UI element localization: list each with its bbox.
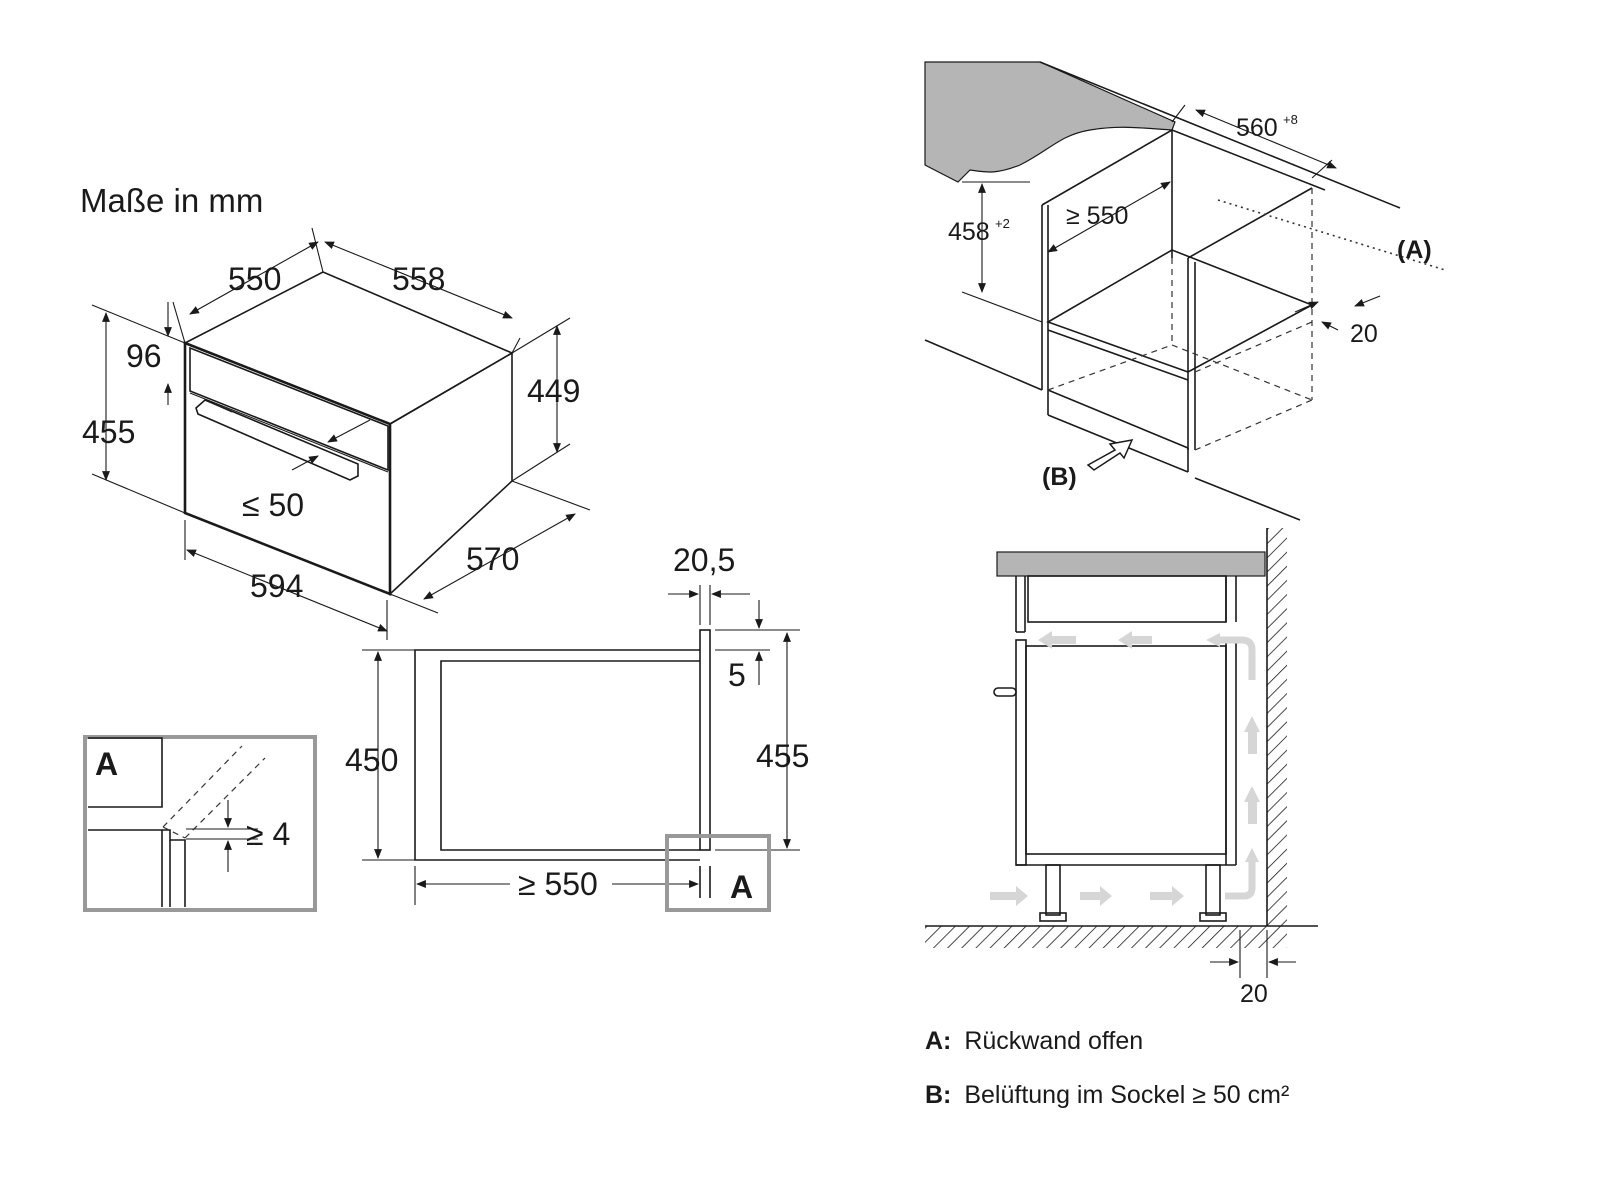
dim-depth-body: 550 <box>228 261 281 297</box>
dim-section-front-height: 455 <box>756 738 809 774</box>
detail-a-box <box>83 735 317 912</box>
airflow-arrows <box>990 631 1260 906</box>
dim-front-thickness: 20,5 <box>673 542 735 578</box>
legend-a-key: A: <box>925 1027 951 1055</box>
page-title: Maße in mm <box>80 182 263 219</box>
detail-ref-a: A <box>730 869 753 905</box>
dim-back-gap: 20 <box>1350 320 1378 348</box>
dim-panel-height: 96 <box>126 338 162 374</box>
dim-front-offset: 5 <box>728 657 746 693</box>
dim-total-depth: 570 <box>466 541 519 577</box>
dim-width-top: 558 <box>392 261 445 297</box>
dim-front-width: 594 <box>250 568 303 604</box>
dim-handle-gap: ≤ 50 <box>242 487 304 523</box>
dim-niche-height: 450 <box>345 742 398 778</box>
worktop-section <box>996 551 1266 577</box>
oven-dimension-lines <box>91 227 591 640</box>
oven-isometric <box>183 271 514 596</box>
legend-a-text: Rückwand offen <box>964 1027 1143 1055</box>
cabinet-isometric <box>924 61 1446 521</box>
detail-a-label: A <box>95 746 118 782</box>
dim-body-height: 449 <box>527 373 580 409</box>
side-section <box>362 585 800 912</box>
dim-niche-width: 560 <box>1236 114 1278 142</box>
worktop-iso <box>924 61 1176 183</box>
legend: A: Rückwand offen B: Belüftung im Sockel… <box>925 1027 1289 1109</box>
dim-niche-height-iso: 458 <box>948 218 990 246</box>
dim-niche-depth-iso: ≥ 550 <box>1066 202 1128 230</box>
legend-b-text: Belüftung im Sockel ≥ 50 cm² <box>964 1081 1289 1109</box>
dim-niche-width-tol: +8 <box>1283 112 1298 127</box>
cabinet-section <box>925 528 1318 978</box>
dim-wall-gap: 20 <box>1240 980 1268 1008</box>
dim-niche-depth: ≥ 550 <box>518 866 598 902</box>
legend-b: B: Belüftung im Sockel ≥ 50 cm² <box>925 1081 1289 1109</box>
legend-b-key: B: <box>925 1081 951 1109</box>
marker-a: (A) <box>1397 236 1432 264</box>
dim-front-height: 455 <box>82 414 135 450</box>
marker-b: (B) <box>1042 463 1077 491</box>
legend-a: A: Rückwand offen <box>925 1027 1143 1055</box>
dim-detail-gap: ≥ 4 <box>246 816 290 852</box>
dim-niche-height-tol: +2 <box>995 216 1010 231</box>
